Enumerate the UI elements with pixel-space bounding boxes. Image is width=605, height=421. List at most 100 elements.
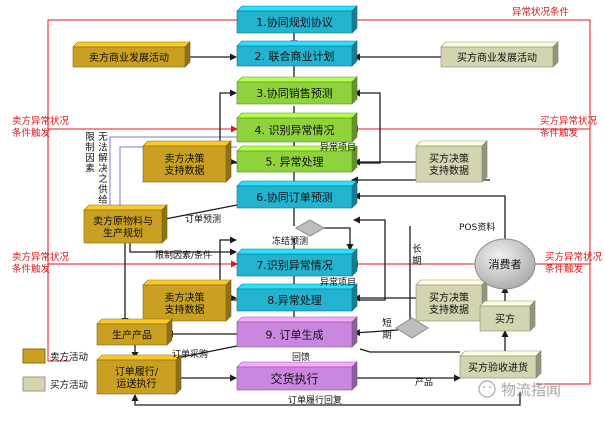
seller-decision-data-2-label: 支持数据	[165, 303, 205, 316]
seller-material-planning-label: 生产规划	[103, 226, 143, 239]
seller-decision-data-2-label: 卖方决策	[165, 291, 205, 304]
unsolvable-supply-label: 给	[98, 194, 108, 206]
step-1: 1.协同规划协议	[236, 5, 358, 34]
buyer-dev-activity: 买方商业发展活动	[440, 41, 559, 68]
buyer-trigger-1-label: 条件触发	[540, 127, 579, 139]
buyer-decision-data-2-label: 买方决策	[429, 291, 469, 304]
unsolvable-supply-label: 无	[98, 132, 108, 143]
seller-decision-data-1-label: 支持数据	[165, 164, 205, 177]
buyer-inspect-receiving: 买方验收进货	[459, 350, 542, 379]
seller-material-planning-label: 卖方原物料与	[93, 214, 153, 227]
abnormal-item-1-label: 异常项目	[320, 141, 356, 153]
step-8: 8.异常处理	[236, 283, 358, 312]
legend-buyer-swatch	[22, 376, 46, 392]
watermark-text: 物流指闻	[501, 381, 561, 399]
process-steps: 1.协同规划协议 2. 联合商业计划 3.协同销售预测 4. 识别异常情况 5. 异常处…	[236, 5, 358, 391]
buyer-decision-data-1-label: 支持数据	[429, 164, 469, 177]
seller-trigger-2-label: 卖方异常状况	[12, 251, 70, 263]
long-term-label: 期	[412, 256, 422, 267]
buyer-dev-activity-label: 买方商业发展活动	[457, 51, 537, 64]
legend-buyer-label: 买方活动	[50, 379, 88, 391]
unsolvable-supply-label: 法	[98, 142, 108, 154]
seller-order-fulfilment-label: 运送执行	[117, 377, 157, 390]
pos-data-label: POS资料	[459, 221, 495, 233]
seller-trigger-1-label: 条件触发	[12, 127, 51, 139]
abnormal-trigger-label: 异常状况条件	[512, 6, 570, 18]
step-7: 7.识别异常情况	[236, 248, 358, 277]
legend-seller-label: 卖方活动	[50, 351, 88, 363]
step-8-label: 8.异常处理	[267, 294, 322, 307]
step-5-label: 5. 异常处理	[266, 156, 324, 169]
buyer-node: 买方	[479, 300, 536, 332]
delivery-execution-label: 交货执行	[270, 371, 318, 386]
buyer-inspect-receiving-label: 买方验收进货	[468, 361, 528, 374]
buyer-decision-data-2-label: 支持数据	[429, 303, 469, 316]
step-7-label: 7.识别异常情况	[256, 259, 333, 272]
seller-trigger-2-label: 条件触发	[12, 263, 51, 275]
seller-produce-product-label: 生产产品	[112, 328, 152, 341]
party-activities: 卖方商业发展活动买方商业发展活动卖方决策支持数据买方决策支持数据卖方原物料与生产…	[72, 41, 559, 395]
order-forecast-label: 订单预测	[185, 213, 221, 225]
short-term-label: 期	[382, 330, 392, 341]
constraint-factor-label: 因	[85, 153, 95, 164]
constraint-factor-label: 限	[85, 132, 95, 143]
buyer-node-label: 买方	[495, 312, 515, 325]
unsolvable-supply-label: 决	[98, 163, 108, 175]
unsolvable-supply-label: 之	[98, 173, 108, 185]
product-label: 产品	[415, 376, 433, 388]
freeze-forecast-diamond	[294, 219, 326, 237]
step-4: 4. 识别异常情况	[236, 112, 358, 143]
seller-decision-data-1-label: 卖方决策	[165, 152, 205, 165]
seller-dev-activity: 卖方商业发展活动	[72, 41, 191, 68]
feedback-label: 回馈	[292, 351, 310, 363]
step-2: 2. 联合商业计划	[236, 40, 358, 67]
buyer-trigger-2-label: 买方异常状况	[545, 251, 603, 263]
short-term-label: 短	[382, 317, 392, 329]
short-term-diamond	[395, 317, 429, 339]
legend-seller-swatch	[22, 348, 46, 364]
buyer-trigger-2-label: 条件触发	[545, 263, 584, 275]
long-term-label: 长	[412, 243, 422, 255]
consumer-label: 消费者	[489, 257, 522, 271]
constraint-factor-label: 制	[85, 142, 95, 154]
step-3-label: 3.协同销售预测	[256, 86, 333, 100]
abnormal-trigger-lines	[47, 19, 591, 385]
step-9: 9. 订单生成	[236, 316, 358, 348]
seller-trigger-1-label: 卖方异常状况	[12, 115, 70, 127]
constraint-factor-label: 素	[85, 163, 95, 175]
annotations: 异常状况条件卖方异常状况条件触发买方异常状况条件触发卖方异常状况条件触发买方异常…	[12, 6, 603, 406]
seller-produce-product: 生产产品	[96, 318, 173, 346]
flow-arrows	[121, 33, 521, 406]
order-fulfil-reply-label: 订单履行回复	[288, 394, 342, 406]
step-6: 6.协同订单预测	[236, 180, 358, 209]
freeze-forecast-label: 冻结预测	[272, 235, 308, 247]
watermark: 物流指闻	[478, 380, 561, 399]
step-5: 5. 异常处理	[236, 145, 358, 173]
step-4-label: 4. 识别异常情况	[255, 124, 335, 137]
step-9-label: 9. 订单生成	[266, 328, 324, 342]
order-purchase-label: 订单采购	[172, 348, 208, 360]
step-6-label: 6.协同订单预测	[256, 190, 333, 204]
step-2-label: 2. 联合商业计划	[255, 49, 335, 63]
delivery-execution: 交货执行	[236, 361, 358, 391]
unsolvable-supply-label: 解	[98, 152, 108, 164]
step-1-label: 1.协同规划协议	[256, 15, 333, 29]
seller-order-fulfilment: 订单履行/运送执行	[96, 354, 182, 395]
constraint-condition-label: 限制因素/条件	[155, 249, 212, 261]
unsolvable-supply-label: 供	[98, 184, 108, 196]
abnormal-item-2-label: 异常项目	[320, 276, 356, 288]
watermark-logo-icon	[478, 380, 496, 398]
buyer-decision-data-1-label: 买方决策	[429, 152, 469, 165]
seller-dev-activity-label: 卖方商业发展活动	[89, 51, 169, 64]
buyer-trigger-1-label: 买方异常状况	[540, 115, 598, 127]
step-3: 3.协同销售预测	[236, 76, 358, 105]
seller-order-fulfilment-label: 订单履行/	[115, 365, 159, 378]
legend: 卖方活动 买方活动	[22, 348, 88, 392]
